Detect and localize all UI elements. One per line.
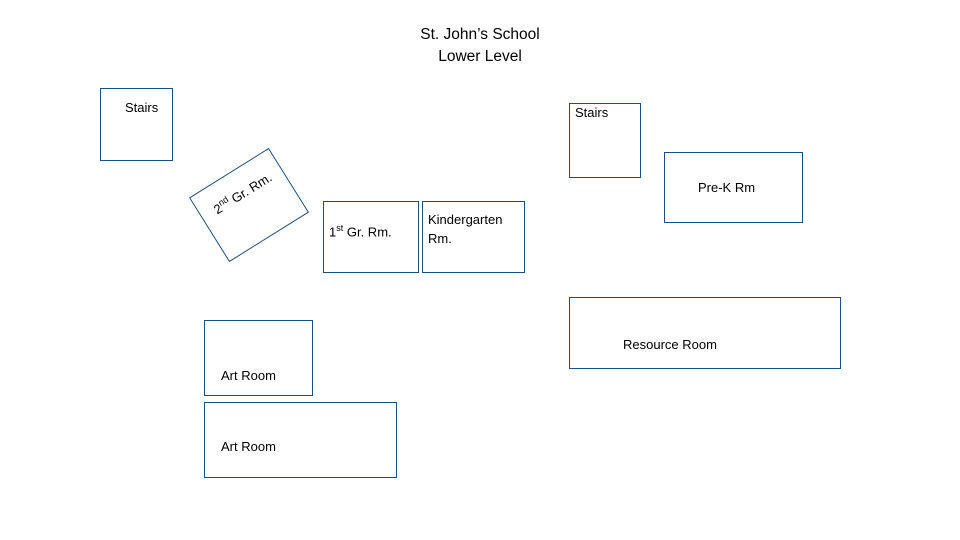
room-label-resource: Resource Room bbox=[623, 337, 717, 352]
room-label-stairs-right: Stairs bbox=[575, 105, 609, 120]
room-label-grade-2: 2nd Gr. Rm. bbox=[208, 163, 279, 219]
grade-1-suffix: Gr. Rm. bbox=[343, 224, 392, 240]
room-grade-2[interactable]: 2nd Gr. Rm. bbox=[189, 147, 309, 263]
room-kindergarten[interactable]: Kindergarten Rm. bbox=[422, 201, 525, 273]
room-label-art-upper: Art Room bbox=[221, 368, 276, 383]
room-art-lower[interactable]: Art Room bbox=[204, 402, 397, 478]
grade-1-ordinal-suffix: st bbox=[336, 223, 344, 233]
title-line-2: Lower Level bbox=[438, 48, 522, 65]
grade-2-suffix: Gr. Rm. bbox=[225, 169, 275, 209]
room-pre-k[interactable]: Pre-K Rm bbox=[664, 152, 803, 223]
room-label-art-lower: Art Room bbox=[221, 439, 276, 454]
grade-1-number: 1 bbox=[329, 224, 337, 240]
room-stairs-left[interactable]: Stairs bbox=[100, 88, 173, 161]
room-label-stairs-left: Stairs bbox=[125, 100, 159, 115]
page-title: St. John’s School Lower Level bbox=[0, 24, 960, 68]
title-line-1: St. John’s School bbox=[420, 26, 540, 43]
room-resource[interactable]: Resource Room bbox=[569, 297, 841, 369]
room-grade-1[interactable]: 1st Gr. Rm. bbox=[323, 201, 419, 273]
room-label-grade-1: 1st Gr. Rm. bbox=[329, 219, 392, 241]
room-art-upper[interactable]: Art Room bbox=[204, 320, 313, 396]
room-label-pre-k: Pre-K Rm bbox=[698, 180, 756, 195]
room-stairs-right[interactable]: Stairs bbox=[569, 103, 641, 178]
room-label-kindergarten: Kindergarten Rm. bbox=[428, 212, 503, 246]
